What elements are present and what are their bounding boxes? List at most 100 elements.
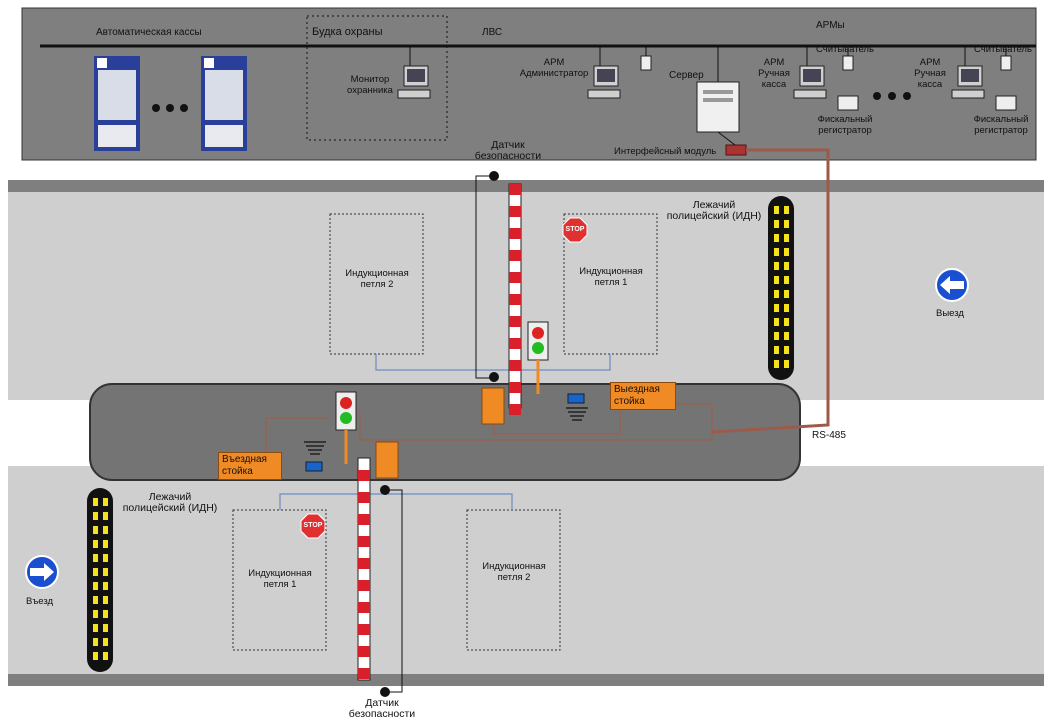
payment-kiosk-2: [201, 56, 247, 151]
bump-mark: [784, 332, 789, 340]
bump-mark: [784, 220, 789, 228]
bump-mark: [103, 498, 108, 506]
signal-wires: [279, 354, 611, 510]
barrier-stripe: [358, 536, 370, 547]
barrier-stripe: [509, 206, 521, 217]
bump-mark: [784, 290, 789, 298]
loop2-bottom-box: [466, 509, 561, 651]
manual-cash-computer-2-icon: [951, 46, 1017, 111]
label-entry-sign: Въезд: [26, 596, 54, 607]
label-reader-2: Считыватель: [974, 44, 1032, 55]
barrier-stripe: [509, 184, 521, 195]
interface-module-icon: [725, 144, 747, 156]
bump-mark: [784, 318, 789, 326]
bump-mark: [774, 332, 779, 340]
road-top-edge: [8, 180, 1044, 192]
bump-mark: [774, 360, 779, 368]
barrier-housing-bottom: [375, 441, 399, 479]
barrier-stripe: [509, 272, 521, 283]
label-arm-admin: АРМ Администратор: [519, 57, 589, 79]
barrier-stripe: [509, 382, 521, 393]
label-arm-manual-1: АРМ Ручная касса: [758, 57, 790, 90]
bump-mark: [93, 582, 98, 590]
barrier-stripe: [509, 250, 521, 261]
road-entry-lane: [8, 466, 1044, 674]
bump-mark: [774, 318, 779, 326]
barrier-stripe: [509, 316, 521, 327]
traffic-light-bottom-icon: [335, 391, 357, 464]
exit-arrow-icon: [935, 268, 969, 302]
guard-booth-box: [306, 15, 448, 141]
bump-mark: [103, 540, 108, 548]
rs485-cable: [711, 148, 830, 434]
label-interface-module: Интерфейсный модуль: [614, 146, 717, 157]
speaker-grille-top: [566, 407, 588, 421]
bump-mark: [784, 304, 789, 312]
bump-mark: [93, 540, 98, 548]
label-loop2-top: Индукционная петля 2: [345, 268, 409, 290]
stop-sign-bottom-icon: [300, 513, 326, 539]
label-bump-top: Лежачий полицейский (ИДН): [666, 199, 762, 222]
barrier-stripe: [358, 668, 370, 679]
payment-kiosk-1: [94, 56, 140, 151]
label-lvs: ЛВС: [482, 27, 503, 38]
loop1-bottom-box: [232, 509, 327, 651]
control-wires: [265, 403, 713, 458]
label-sensor-top: Датчик безопасности: [474, 139, 542, 162]
barrier-stripe: [509, 404, 521, 415]
barrier-housing-top: [481, 387, 505, 425]
bump-mark: [774, 262, 779, 270]
stop-text-bottom: STOP: [303, 522, 323, 529]
bump-mark: [93, 568, 98, 576]
barrier-stripe: [509, 338, 521, 349]
bump-mark: [774, 276, 779, 284]
bump-mark: [103, 582, 108, 590]
bump-mark: [774, 304, 779, 312]
bump-mark: [774, 234, 779, 242]
bump-mark: [774, 346, 779, 354]
bump-mark: [774, 248, 779, 256]
speed-bump-bottom: [87, 488, 113, 672]
label-monitor: Монитор охранника: [347, 74, 393, 96]
bump-mark: [93, 638, 98, 646]
stop-text-top: STOP: [565, 226, 585, 233]
speed-bump-top: [768, 196, 794, 380]
barrier-stripe: [358, 492, 370, 503]
label-exit-sign: Выезд: [936, 308, 964, 319]
bump-mark: [103, 624, 108, 632]
bump-mark: [784, 346, 789, 354]
bump-mark: [93, 554, 98, 562]
barrier-stripe: [358, 514, 370, 525]
card-reader-bottom-icon: [305, 461, 323, 472]
bump-mark: [774, 290, 779, 298]
label-arm-manual-2: АРМ Ручная касса: [914, 57, 946, 90]
bump-mark: [784, 234, 789, 242]
label-loop1-top: Индукционная петля 1: [579, 266, 643, 288]
stop-sign-top-icon: [562, 217, 588, 243]
bump-mark: [93, 652, 98, 660]
monitor-computer-icon: [397, 46, 431, 99]
label-sensor-bottom: Датчик безопасности: [348, 697, 416, 720]
bump-mark: [93, 596, 98, 604]
bump-mark: [103, 596, 108, 604]
bump-mark: [784, 248, 789, 256]
label-loop1-bottom: Индукционная петля 1: [248, 568, 312, 590]
bump-mark: [93, 610, 98, 618]
bump-mark: [103, 652, 108, 660]
label-server: Сервер: [669, 70, 704, 81]
entry-post: Въездная стойка: [218, 452, 282, 480]
label-kiosks: Автоматическая кассы: [96, 27, 202, 38]
road-bottom-edge: [8, 674, 1044, 686]
bump-mark: [784, 262, 789, 270]
bump-mark: [103, 554, 108, 562]
barrier-stripe: [358, 470, 370, 481]
bump-mark: [784, 206, 789, 214]
bump-mark: [93, 624, 98, 632]
sensor-wires: [386, 175, 492, 693]
label-booth: Будка охраны: [312, 26, 383, 38]
speaker-grille-bottom: [304, 441, 326, 455]
barrier-stripe: [358, 646, 370, 657]
barrier-stripe: [509, 360, 521, 371]
barrier-stripe: [509, 228, 521, 239]
